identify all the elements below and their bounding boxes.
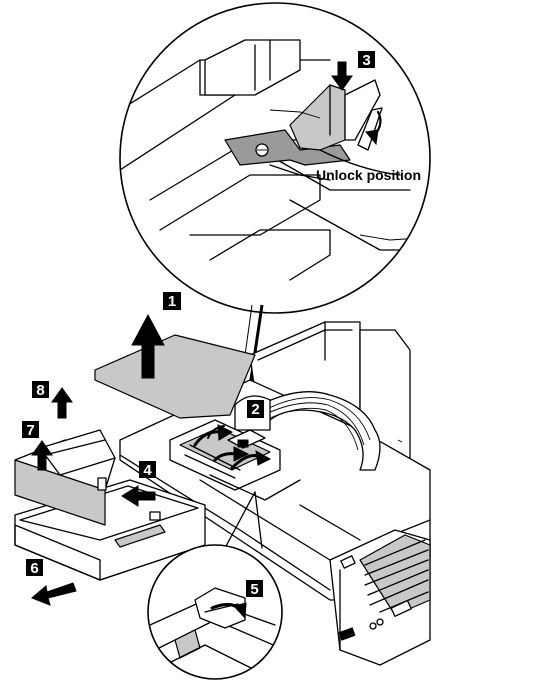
svg-text:3: 3	[362, 52, 370, 69]
svg-text:7: 7	[26, 422, 34, 439]
arrow-lift-bracket-7	[31, 440, 53, 471]
callout-step-6: 6	[26, 559, 43, 577]
callout-step-4: 4	[139, 461, 156, 479]
svg-text:8: 8	[36, 382, 44, 399]
arrow-lift-bracket-8	[51, 387, 73, 419]
unlock-position-caption: Unlock position	[316, 167, 421, 183]
svg-text:4: 4	[143, 462, 152, 479]
detail-top-content	[120, 39, 430, 281]
detail-magnifier-bottom	[147, 491, 283, 680]
arrows-disconnect-cable	[193, 424, 272, 470]
arrow-pull-tray-6	[31, 582, 77, 606]
callout-step-8: 8	[32, 381, 49, 399]
svg-text:6: 6	[30, 560, 38, 577]
svg-text:2: 2	[251, 401, 259, 418]
arrow-press-down	[331, 61, 353, 91]
arrow-slide-tray-4	[121, 485, 156, 507]
svg-text:1: 1	[168, 293, 176, 310]
access-cover-panel	[94, 334, 256, 419]
callout-step-2: 2	[247, 400, 264, 418]
detail-magnifier-top	[119, 2, 431, 314]
arrow-lift-cover	[131, 313, 165, 379]
svg-text:5: 5	[250, 581, 258, 598]
callout-step-7: 7	[22, 421, 39, 439]
drive-bracket	[14, 429, 116, 526]
callout-step-5: 5	[246, 580, 263, 598]
callout-step-1: 1	[163, 292, 181, 310]
callout-step-3: 3	[358, 51, 375, 69]
